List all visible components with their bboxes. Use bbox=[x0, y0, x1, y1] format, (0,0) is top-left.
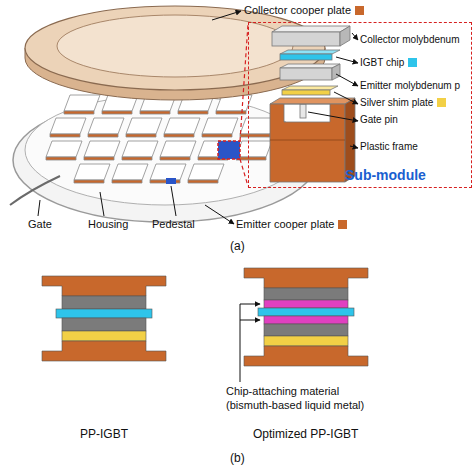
annotation: Chip-attaching material bbox=[226, 385, 339, 398]
legend-item: Silver shim plate bbox=[360, 97, 446, 109]
legend-item: Emitter cooper plate bbox=[236, 218, 347, 231]
legend-text: IGBT chip bbox=[360, 57, 404, 68]
legend-text: Emitter cooper plate bbox=[236, 218, 334, 230]
annotation: (bismuth-based liquid metal) bbox=[226, 399, 364, 412]
legend-swatch bbox=[338, 220, 347, 229]
part-label: Gate bbox=[28, 218, 52, 231]
legend-swatch bbox=[408, 58, 417, 67]
legend-swatch bbox=[355, 6, 364, 15]
inset-title: Sub-module bbox=[345, 167, 426, 183]
legend-text: Silver shim plate bbox=[360, 97, 433, 108]
stack-caption: Optimized PP-IGBT bbox=[253, 428, 358, 442]
legend-swatch bbox=[437, 98, 446, 107]
part-label: Collector molybdenum bbox=[360, 34, 460, 46]
part-label: Housing bbox=[88, 218, 128, 231]
part-label: Plastic frame bbox=[360, 141, 418, 153]
stack-caption: PP-IGBT bbox=[80, 428, 128, 442]
panel-label: (b) bbox=[230, 452, 245, 466]
part-label: Emitter molybdenum p bbox=[360, 80, 460, 92]
legend-text: Collector cooper plate bbox=[244, 4, 351, 16]
legend-item: Collector cooper plate bbox=[244, 4, 364, 17]
part-label: Pedestal bbox=[152, 218, 195, 231]
legend-item: IGBT chip bbox=[360, 57, 417, 69]
part-label: Gate pin bbox=[360, 114, 398, 126]
panel-label: (a) bbox=[230, 240, 245, 254]
